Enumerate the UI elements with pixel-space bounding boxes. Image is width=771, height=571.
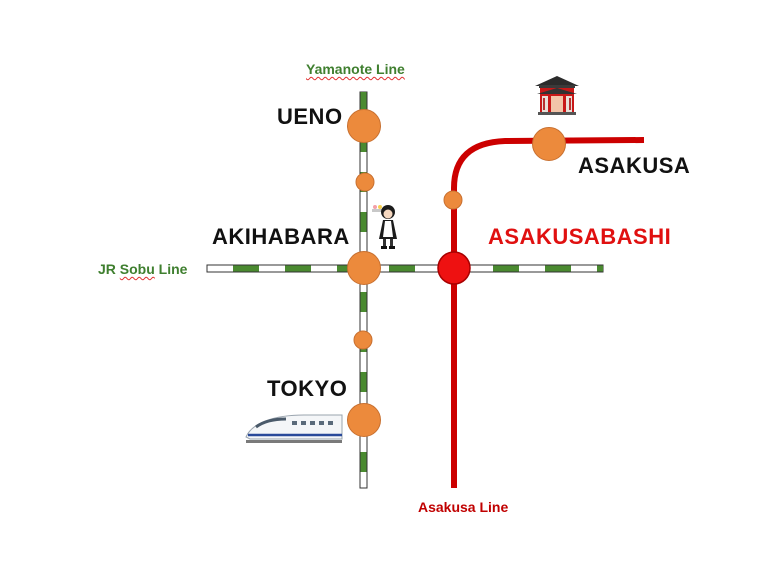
asakusabashi-station-label: ASAKUSABASHI bbox=[488, 224, 672, 249]
ueno-station-label: UENO bbox=[277, 104, 343, 129]
asakusa-node[interactable] bbox=[532, 127, 566, 161]
tokyo-node[interactable] bbox=[347, 403, 381, 437]
asakusa-line-label: Asakusa Line bbox=[418, 499, 509, 515]
ueno-akihabara-intermediate-node[interactable] bbox=[355, 172, 375, 192]
ueno-node[interactable] bbox=[347, 109, 381, 143]
station-nodes bbox=[347, 109, 566, 437]
kaminarimon-gate-icon bbox=[535, 76, 579, 115]
asakusa-station-label: ASAKUSA bbox=[578, 153, 691, 178]
tokyo-station-label: TOKYO bbox=[267, 376, 348, 401]
sobu-line-label-suffix: Line bbox=[154, 261, 188, 277]
akihabara-node[interactable] bbox=[347, 251, 381, 285]
shinkansen-train-icon bbox=[245, 414, 343, 443]
asakusabashi-node[interactable] bbox=[437, 251, 471, 285]
akihabara-station-label: AKIHABARA bbox=[212, 224, 350, 249]
sobu-line bbox=[206, 264, 604, 273]
sobu-line-label-spell: Sobu bbox=[119, 261, 155, 277]
akihabara-tokyo-intermediate-node[interactable] bbox=[353, 330, 373, 350]
asakusa-line bbox=[451, 137, 645, 488]
sobu-line-label-prefix: JR bbox=[98, 261, 120, 277]
asakusa-line-intermediate-node[interactable] bbox=[443, 190, 463, 210]
yamanote-line-label-text: Yamanote Line bbox=[306, 61, 405, 77]
sobu-line-label: JR Sobu Line bbox=[98, 261, 187, 277]
yamanote-line-label: Yamanote Line bbox=[306, 61, 405, 77]
maid-figure-icon bbox=[372, 205, 397, 249]
